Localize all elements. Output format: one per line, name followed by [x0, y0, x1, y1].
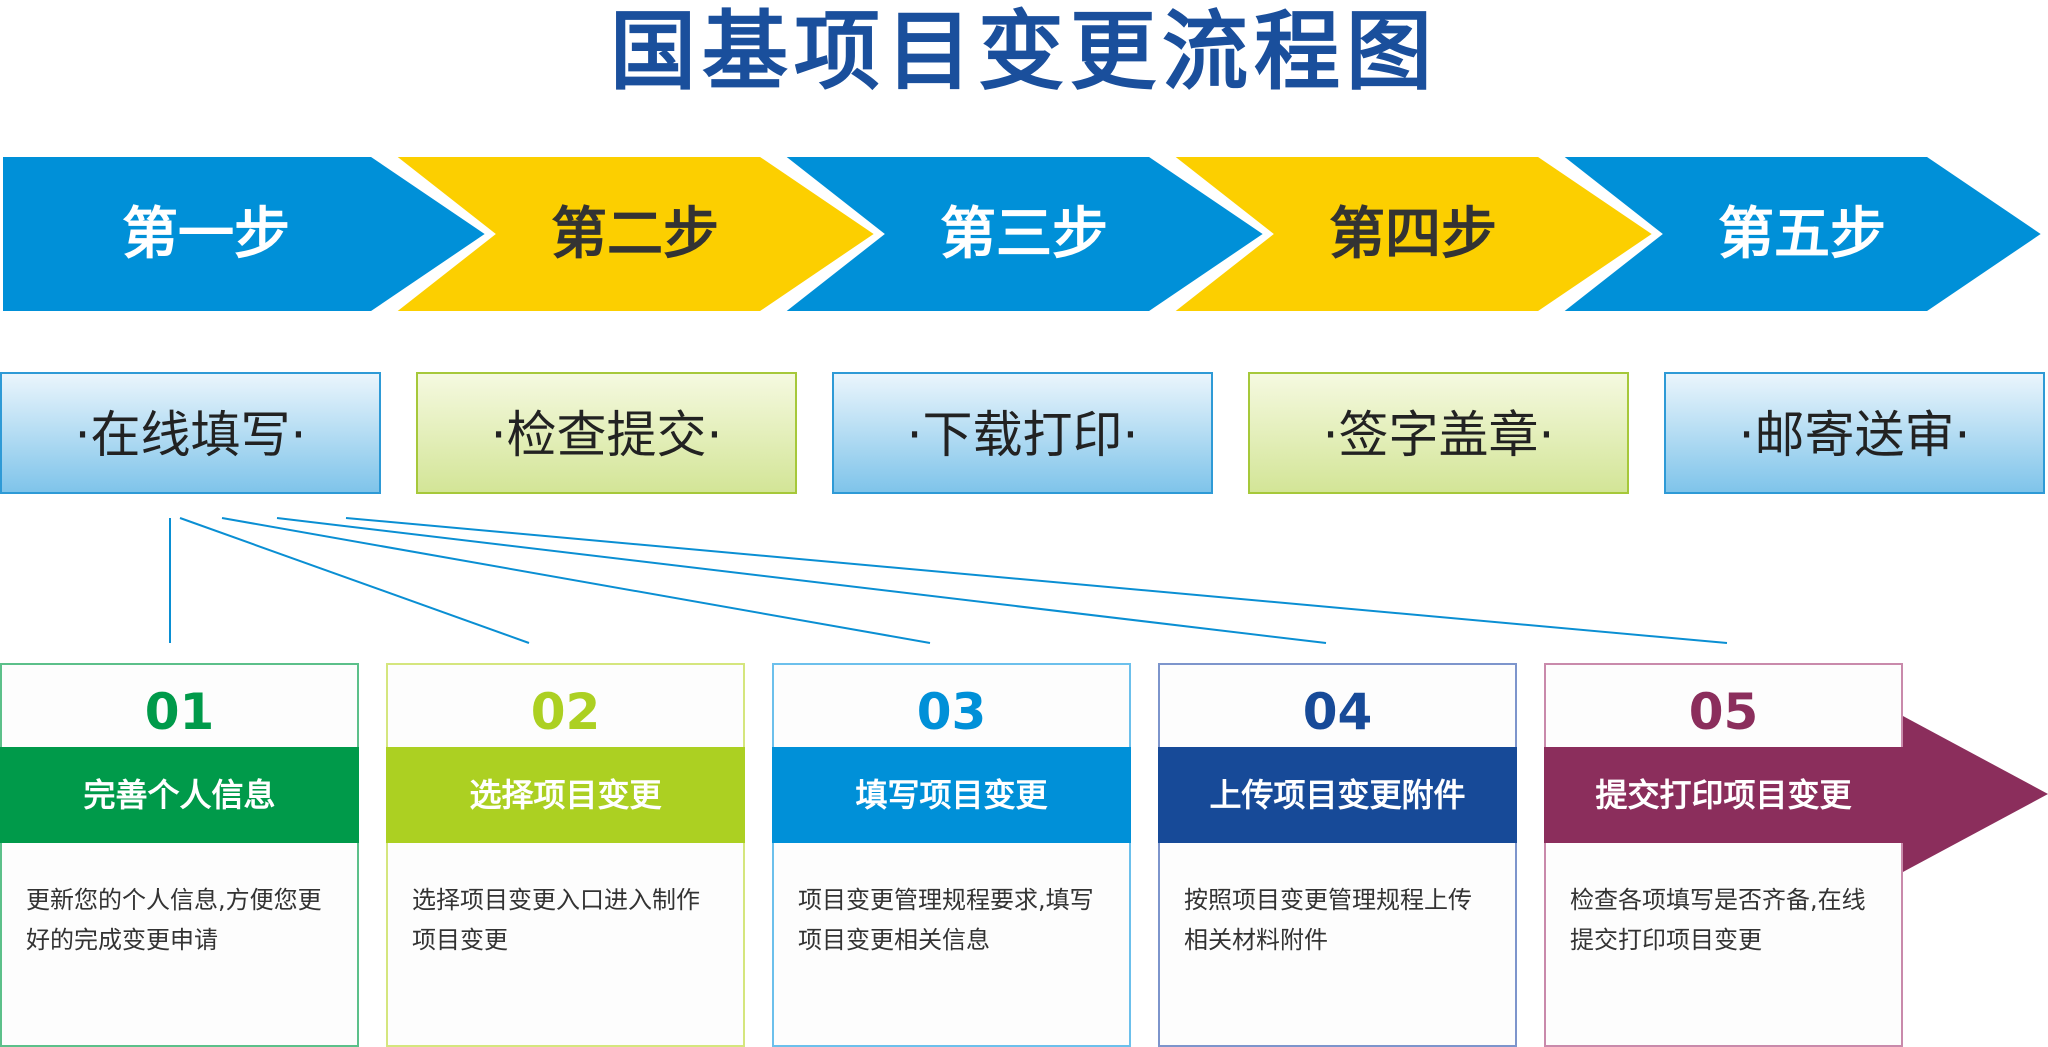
substep-sign-stamp: ·签字盖章· [1248, 372, 1629, 494]
step-description: 项目变更管理规程要求,填写项目变更相关信息 [798, 886, 1094, 954]
connector-lines [169, 517, 1728, 644]
connector-line [276, 517, 1327, 644]
step-description: 更新您的个人信息,方便您更好的完成变更申请 [26, 886, 322, 954]
step-card: 03 填写项目变更项目变更管理规程要求,填写项目变更相关信息 [772, 663, 1131, 1047]
substep-mail-review: ·邮寄送审· [1664, 372, 2045, 494]
connector-line [345, 517, 1728, 644]
step-card: 01 完善个人信息更新您的个人信息,方便您更好的完成变更申请 [0, 663, 359, 1047]
step-description: 选择项目变更入口进入制作项目变更 [412, 886, 700, 954]
step-title: 完善个人信息 [0, 747, 359, 843]
step-number: 02 [530, 683, 601, 741]
step-card: 04 上传项目变更附件按照项目变更管理规程上传相关材料附件 [1158, 663, 1517, 1047]
step-label: 第二步 [551, 202, 719, 267]
step-title: 选择项目变更 [386, 747, 745, 843]
step-card: 05 提交打印项目变更检查各项填写是否齐备,在线提交打印项目变更 [1544, 663, 1903, 1047]
step-label: 第一步 [122, 202, 290, 267]
substep-download-print: ·下载打印· [832, 372, 1213, 494]
step-arrow [1158, 151, 1663, 317]
step-number: 05 [1688, 683, 1759, 741]
step-title: 提交打印项目变更 [1544, 747, 1903, 843]
substep-check-submit: ·检查提交· [416, 372, 797, 494]
page-title: 国基项目变更流程图 [610, 1, 1438, 102]
step-number: 01 [144, 683, 215, 741]
step-arrow [1547, 151, 2048, 317]
connector-line [221, 517, 931, 644]
substep-online-fill: ·在线填写· [0, 372, 381, 494]
connector-line [179, 517, 530, 644]
step-label: 第五步 [1718, 202, 1886, 267]
final-arrow-head [1890, 709, 2048, 879]
step-card: 02 选择项目变更选择项目变更入口进入制作项目变更 [386, 663, 745, 1047]
step-number: 04 [1302, 683, 1373, 741]
step-label: 第三步 [940, 202, 1108, 267]
step-description: 按照项目变更管理规程上传相关材料附件 [1184, 886, 1472, 954]
step-arrow [769, 151, 1274, 317]
step-title: 上传项目变更附件 [1158, 747, 1517, 843]
step-title: 填写项目变更 [772, 747, 1131, 843]
step-description: 检查各项填写是否齐备,在线提交打印项目变更 [1570, 886, 1866, 954]
step-arrow [0, 151, 496, 317]
step-arrow [380, 151, 885, 317]
step-label: 第四步 [1329, 202, 1497, 267]
step-number: 03 [916, 683, 987, 741]
